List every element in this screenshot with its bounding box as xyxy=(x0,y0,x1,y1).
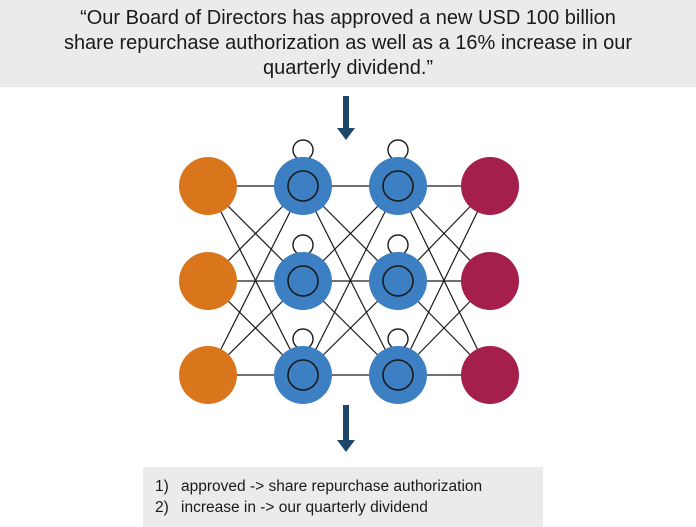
quote-line: share repurchase authorization as well a… xyxy=(63,32,633,54)
output-node xyxy=(461,346,519,404)
quote-line: quarterly dividend.” xyxy=(262,57,434,79)
extraction-number: 2) xyxy=(155,499,169,516)
hidden-node xyxy=(369,252,427,310)
hidden-node-inner-ring xyxy=(287,170,319,202)
input-quote: “Our Board of Directors has approved a n… xyxy=(0,6,696,81)
hidden-node-inner-ring xyxy=(382,265,414,297)
extraction-item: 1) approved -> share repurchase authoriza… xyxy=(155,476,482,497)
down-arrow-head xyxy=(337,440,355,452)
hidden-node-inner-ring xyxy=(382,170,414,202)
down-arrow-shaft xyxy=(343,405,349,442)
network-edge xyxy=(302,185,399,376)
input-node xyxy=(179,346,237,404)
output-node xyxy=(461,157,519,215)
down-arrow-shaft xyxy=(343,96,349,130)
extraction-output-box: 1) approved -> share repurchase authoriza… xyxy=(143,467,543,527)
down-arrow-head xyxy=(337,128,355,140)
extraction-list: 1) approved -> share repurchase authoriza… xyxy=(155,476,482,518)
input-quote-box: “Our Board of Directors has approved a n… xyxy=(0,0,696,87)
flow-arrows xyxy=(337,96,355,452)
output-node xyxy=(461,252,519,310)
hidden-node-inner-ring xyxy=(382,359,414,391)
hidden-node xyxy=(369,157,427,215)
input-node xyxy=(179,252,237,310)
hidden-node-inner-ring xyxy=(287,359,319,391)
network-edge xyxy=(207,185,304,376)
extraction-text: approved -> share repurchase authorizati… xyxy=(181,478,483,495)
extraction-text: increase in -> our quarterly dividend xyxy=(181,499,428,516)
network-nodes xyxy=(179,157,519,404)
hidden-node xyxy=(274,346,332,404)
hidden-node-inner-ring xyxy=(287,265,319,297)
hidden-node xyxy=(274,157,332,215)
network-edges xyxy=(207,185,491,376)
input-node xyxy=(179,157,237,215)
extraction-item: 2) increase in -> our quarterly dividend xyxy=(155,497,482,518)
quote-line: “Our Board of Directors has approved a n… xyxy=(80,7,616,29)
hidden-node xyxy=(369,346,427,404)
hidden-node xyxy=(274,252,332,310)
network-edge xyxy=(397,185,491,376)
extraction-number: 1) xyxy=(155,478,169,495)
